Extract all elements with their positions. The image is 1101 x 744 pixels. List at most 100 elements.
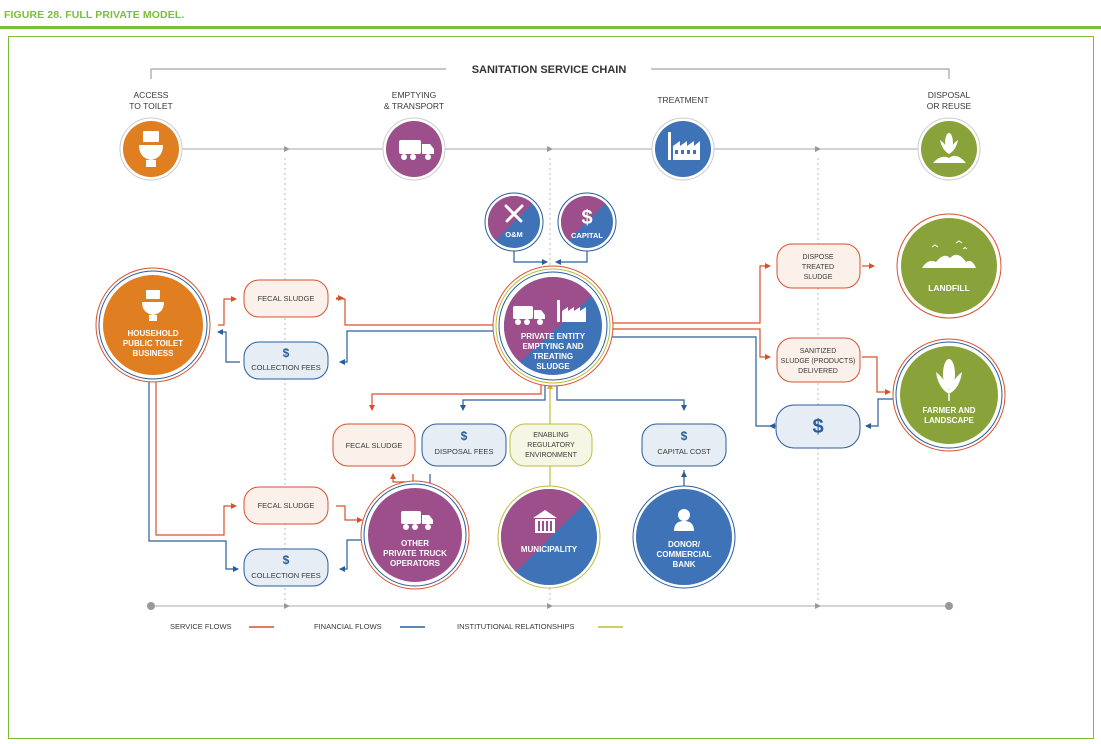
enabling-label-2: REGULATORY: [527, 442, 575, 449]
enabling-label-1: ENABLING: [533, 432, 568, 439]
pill-collection-fees-bottom: $ COLLECTION FEES: [243, 548, 329, 587]
legend-financial-label: FINANCIAL FLOWS: [314, 622, 382, 631]
disposal-fees-label: DISPOSAL FEES: [435, 447, 494, 456]
actor-private-entity: PRIVATE ENTITY EMPTYING AND TREATING SLU…: [492, 265, 614, 387]
bottom-timeline: [147, 602, 953, 610]
pill-enabling-environment: ENABLING REGULATORY ENVIRONMENT: [509, 423, 593, 467]
household-label-3: BUSINESS: [133, 349, 175, 358]
dispose-label-1: DISPOSE: [802, 254, 833, 261]
sanitized-label-3: DELIVERED: [798, 368, 838, 375]
stage-node-factory: [651, 117, 715, 181]
enabling-label-3: ENVIRONMENT: [525, 452, 577, 459]
connector-fees-household: [217, 329, 240, 363]
connector-sanitized-farmer: [862, 356, 891, 395]
fecal-sludge-top-label: FECAL SLUDGE: [258, 294, 315, 303]
connector-household-fecal: [218, 296, 237, 326]
legend-service-label: SERVICE FLOWS: [170, 622, 232, 631]
connector-private-fecal-mid: [369, 380, 542, 411]
stage-label-disposal-2: OR REUSE: [927, 101, 972, 111]
sanitized-label-1: SANITIZED: [800, 348, 837, 355]
pill-sanitized-sludge: SANITIZED SLUDGE (PRODUCTS) DELIVERED: [776, 337, 861, 383]
collection-fees-bottom-label: COLLECTION FEES: [251, 571, 321, 580]
plant-icon: [933, 133, 966, 163]
stage-label-treatment: TREATMENT: [657, 95, 708, 105]
connector-household-fees-bottom: [148, 382, 239, 572]
farmer-label-2: LANDSCAPE: [924, 416, 974, 425]
fecal-sludge-bottom-label: FECAL SLUDGE: [258, 501, 315, 510]
stage-label-access-2: TO TOILET: [129, 101, 172, 111]
landfill-icon: [922, 240, 976, 268]
title-rule: [0, 26, 1101, 29]
capital-symbol: $: [581, 207, 592, 229]
sanitized-label-2: SLUDGE (PRODUCTS): [781, 358, 856, 365]
timeline-start-dot: [147, 602, 155, 610]
dispose-label-3: SLUDGE: [804, 274, 833, 281]
stage-node-truck: [382, 117, 446, 181]
actor-capital: $ CAPITAL: [557, 192, 617, 252]
legend: SERVICE FLOWS FINANCIAL FLOWS INSTITUTIO…: [170, 622, 623, 631]
truck-icon: [513, 306, 545, 325]
figure-frame: [8, 36, 1094, 739]
corn-icon: [936, 359, 962, 401]
actor-landfill: LANDFILL: [896, 213, 1002, 319]
pill-capital-cost: $ CAPITAL COST: [641, 423, 727, 467]
municipality-label: MUNICIPALITY: [521, 545, 578, 554]
chain-header: SANITATION SERVICE CHAIN ACCESS TO TOILE…: [129, 64, 971, 111]
private-label-2: EMPTYING AND: [522, 342, 583, 351]
actor-truck-operators: OTHER PRIVATE TRUCK OPERATORS: [360, 480, 470, 590]
pill-fecal-sludge-bottom: FECAL SLUDGE: [243, 486, 329, 525]
connector-farmer-payment: [865, 398, 893, 429]
collection-fees-top-symbol: $: [283, 346, 290, 360]
fecal-sludge-mid-label: FECAL SLUDGE: [346, 441, 403, 450]
pill-collection-fees-top: $ COLLECTION FEES: [243, 341, 329, 380]
header-bracket-right: [651, 68, 950, 79]
connector-private-capitalcost: [556, 380, 687, 411]
building-icon: [533, 510, 557, 533]
chain-title: SANITATION SERVICE CHAIN: [472, 64, 627, 76]
connector-fecal-truck: [336, 505, 363, 523]
chain-arrow-1: [284, 146, 290, 152]
connector-private-disposal: [460, 380, 546, 411]
timeline-end-dot: [945, 602, 953, 610]
connector-capital-private: [555, 250, 588, 265]
collection-fees-top-label: COLLECTION FEES: [251, 363, 321, 372]
landfill-label: LANDFILL: [928, 283, 970, 293]
toilet-icon: [142, 290, 164, 321]
connector-fecal-private: [336, 298, 500, 326]
factory-icon: [557, 300, 586, 322]
household-label-2: PUBLIC TOILET: [123, 339, 183, 348]
chain-arrow-2: [547, 146, 553, 152]
stage-node-toilet: [119, 117, 183, 181]
private-label-3: TREATING: [533, 352, 573, 361]
disposal-fees-symbol: $: [461, 429, 468, 443]
donor-label-3: BANK: [672, 560, 695, 569]
truck-operators-label-3: OPERATORS: [390, 559, 441, 568]
stage-label-access-1: ACCESS: [134, 90, 169, 100]
connector-private-dispose: [604, 263, 771, 324]
truck-operators-label-1: OTHER: [401, 539, 429, 548]
private-label-1: PRIVATE ENTITY: [521, 332, 586, 341]
donor-label-1: DONOR/: [668, 540, 701, 549]
dispose-label-2: TREATED: [802, 264, 834, 271]
connector-payment-private: [604, 336, 776, 427]
capital-label: CAPITAL: [571, 231, 603, 240]
figure-title: FIGURE 28. FULL PRIVATE MODEL.: [4, 9, 185, 21]
actor-donor: DONOR/ COMMERCIAL BANK: [632, 485, 736, 589]
connector-truck-fees: [339, 539, 362, 572]
chain-arrow-3: [815, 146, 821, 152]
truck-icon: [399, 140, 434, 160]
pill-payment: $: [775, 404, 861, 449]
truck-icon: [401, 511, 433, 530]
actor-om: O&M: [484, 192, 544, 252]
connector-household-fecal-bottom: [155, 382, 237, 536]
stage-label-emptying-1: EMPTYING: [392, 90, 436, 100]
actor-household: HOUSEHOLD PUBLIC TOILET BUSINESS: [95, 267, 211, 383]
factory-icon: [668, 132, 700, 160]
actor-farmer: FARMER AND LANDSCAPE: [892, 338, 1006, 452]
pill-disposal-fees: $ DISPOSAL FEES: [421, 423, 507, 467]
om-label: O&M: [505, 230, 523, 239]
pill-dispose-treated: DISPOSE TREATED SLUDGE: [776, 243, 861, 289]
stage-label-disposal-1: DISPOSAL: [928, 90, 971, 100]
header-bracket-left: [150, 68, 446, 79]
